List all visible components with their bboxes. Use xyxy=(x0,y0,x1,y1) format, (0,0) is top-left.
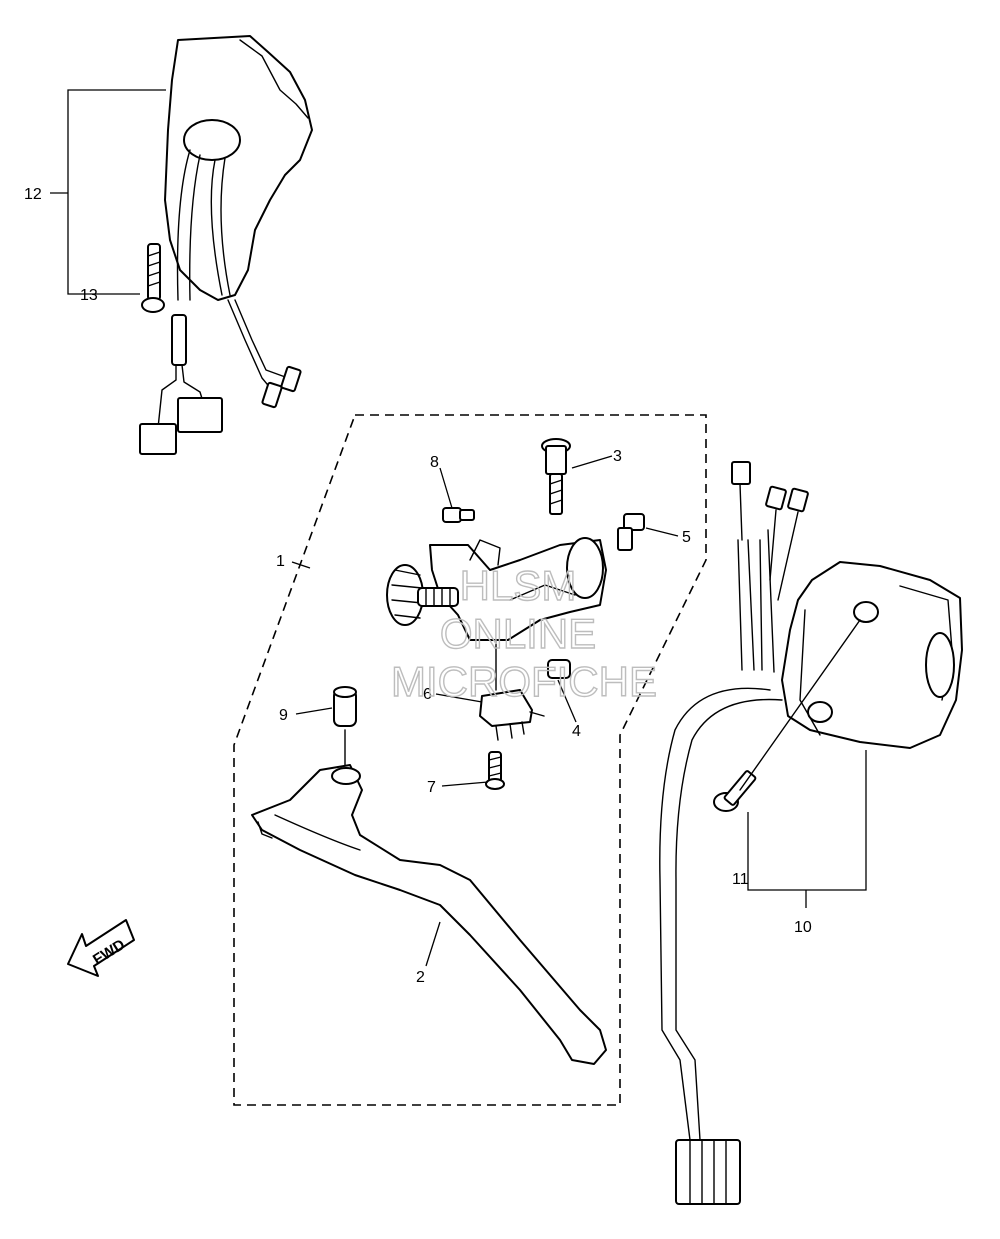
screw-8 xyxy=(442,507,475,523)
leader-1 xyxy=(291,561,311,569)
screw-11 xyxy=(713,619,861,812)
assembly-1-outline xyxy=(233,414,707,1106)
watermark-line3: MICROFICHE xyxy=(391,658,657,705)
watermark: HLSM ONLINE MICROFICHE xyxy=(390,561,657,705)
callout-7: 7 xyxy=(427,779,436,796)
lever-2 xyxy=(251,764,607,1065)
watermark-line2: ONLINE xyxy=(440,610,596,657)
watermark-line1: HLSM xyxy=(460,562,577,609)
left-switch-wire-harness xyxy=(139,299,302,455)
leader-7 xyxy=(441,781,489,787)
leader-6 xyxy=(435,693,483,703)
callout-13: 13 xyxy=(80,287,98,304)
callout-5: 5 xyxy=(682,529,691,546)
left-handlebar-switch xyxy=(164,35,313,301)
leader-2 xyxy=(425,921,441,967)
callout-11: 11 xyxy=(732,871,749,888)
callout-6: 6 xyxy=(423,686,432,703)
callout-2: 2 xyxy=(416,969,425,986)
switch-6 xyxy=(479,639,545,741)
leader-9 xyxy=(295,707,333,715)
bolt-3 xyxy=(541,438,571,515)
screw-5 xyxy=(617,513,645,551)
leader-8 xyxy=(439,467,453,509)
callout-3: 3 xyxy=(613,448,622,465)
screw-7 xyxy=(485,751,505,790)
callout-10: 10 xyxy=(794,919,812,936)
leader-4 xyxy=(557,679,577,723)
leader-3 xyxy=(571,455,613,469)
right-handlebar-switch xyxy=(781,561,963,749)
fwd-arrow-icon: FWD xyxy=(67,919,135,977)
callout-8: 8 xyxy=(430,454,439,471)
callout-4: 4 xyxy=(572,723,581,740)
leader-10-11 xyxy=(747,750,867,891)
collar-9 xyxy=(333,686,357,766)
nut-4 xyxy=(547,659,571,679)
lever-holder xyxy=(386,537,607,641)
leader-12 xyxy=(67,89,166,295)
callout-1: 1 xyxy=(276,553,285,570)
leader-5 xyxy=(645,527,679,537)
callout-9: 9 xyxy=(279,707,288,724)
right-switch-wire-harness xyxy=(659,461,809,1205)
screw-13 xyxy=(141,243,165,313)
callout-12: 12 xyxy=(24,186,42,203)
